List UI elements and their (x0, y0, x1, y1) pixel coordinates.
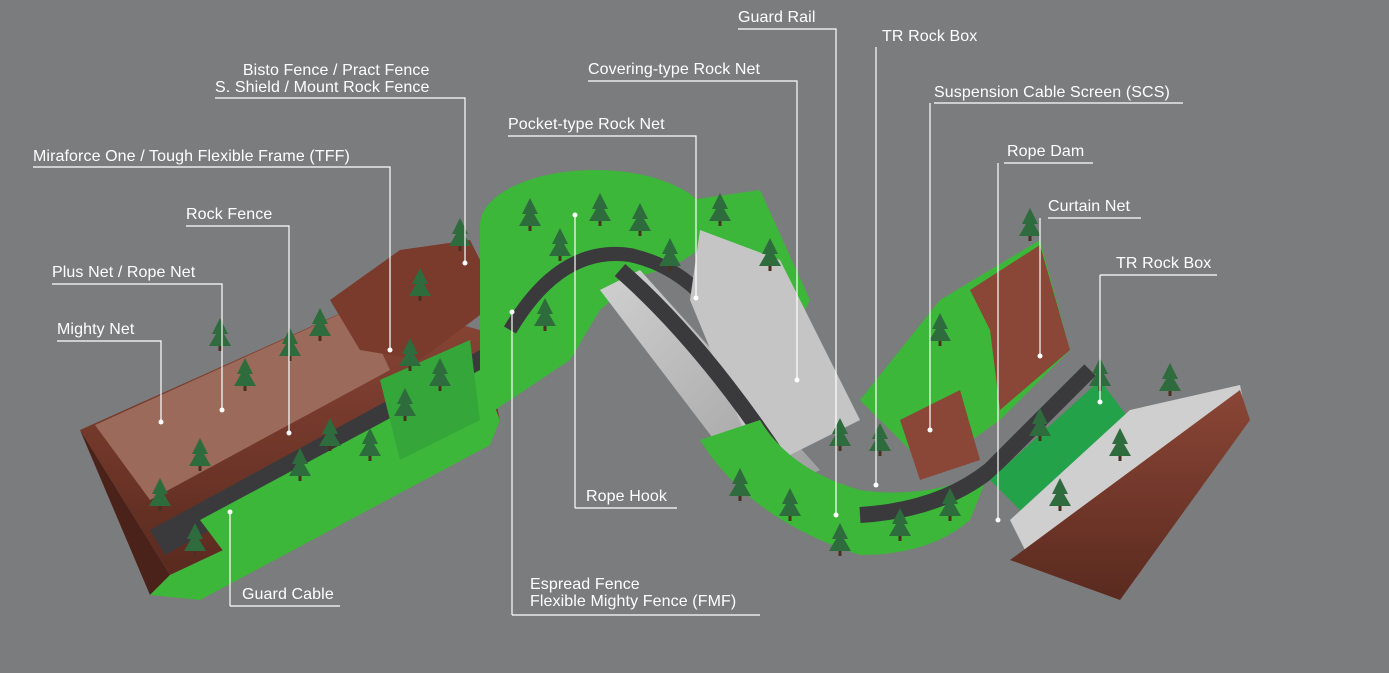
leader-dots (158, 212, 1103, 523)
label-pocket-rock-net: Pocket-type Rock Net (508, 116, 665, 133)
diagonal-road-section (600, 190, 990, 555)
label-tr-rock-box-right: TR Rock Box (1116, 255, 1212, 272)
label-plus-net: Plus Net / Rope Net (52, 264, 196, 281)
label-covering-rock-net: Covering-type Rock Net (588, 61, 761, 78)
label-bisto-fence: Bisto Fence / Pract Fence (242, 62, 430, 79)
label-espread-fence: Espread Fence (530, 576, 640, 593)
label-bisto-fence-group: Bisto Fence / Pract Fence S. Shield / Mo… (215, 62, 429, 96)
label-rope-dam: Rope Dam (1007, 143, 1085, 160)
right-terrain-block (859, 240, 1250, 600)
label-s-shield: S. Shield / Mount Rock Fence (215, 79, 430, 96)
label-espread-fence-group: Espread Fence Flexible Mighty Fence (FMF… (530, 576, 736, 610)
leader-lines (33, 28, 1217, 616)
label-curtain-net: Curtain Net (1048, 198, 1131, 215)
label-rope-hook: Rope Hook (586, 488, 667, 505)
label-fmf: Flexible Mighty Fence (FMF) (530, 593, 737, 610)
label-guard-cable: Guard Cable (242, 586, 334, 603)
label-miraforce: Miraforce One / Tough Flexible Frame (TF… (33, 148, 350, 165)
left-terrain-block (80, 240, 500, 600)
label-mighty-net: Mighty Net (57, 321, 135, 338)
label-rock-fence: Rock Fence (186, 206, 273, 223)
label-scs: Suspension Cable Screen (SCS) (934, 84, 1170, 101)
label-guard-rail: Guard Rail (738, 9, 816, 26)
label-tr-rock-box-top: TR Rock Box (882, 28, 978, 45)
